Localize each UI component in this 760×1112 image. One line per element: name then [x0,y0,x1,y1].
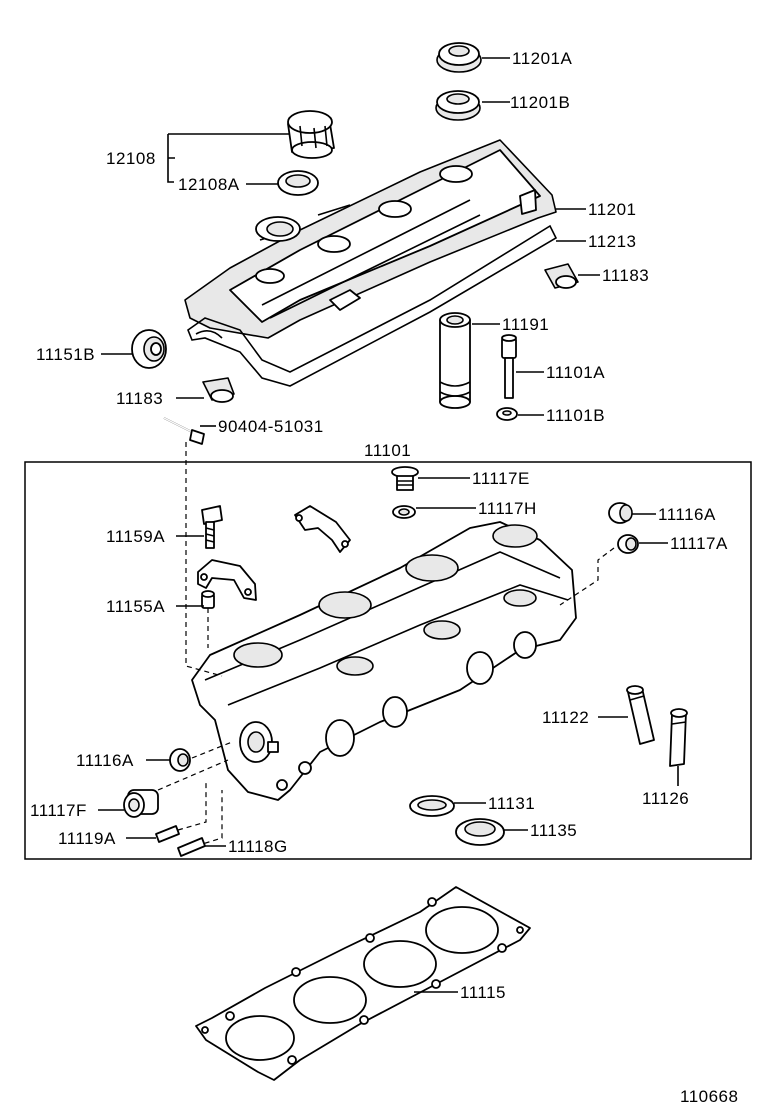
label-11116A-right: 11116A [658,505,716,524]
seal-11117A [617,534,639,554]
bolt-11101A [501,334,517,399]
label-11117H: 11117H [478,499,537,518]
label-11155A: 11155A [106,597,165,616]
valve-guide-11126 [669,708,688,767]
label-11151B: 11151B [36,345,95,364]
dashed-leader-seal [559,547,615,606]
label-12108: 12108 [106,149,156,168]
dashed-leader-11119A [177,780,207,831]
plug-11183-left [202,377,235,403]
seal-11117F [123,789,159,818]
pin-11118G [177,837,206,857]
label-90404-51031: 90404-51031 [218,417,324,436]
label-12108A: 12108A [178,175,240,194]
diagram-id: 110668 [680,1087,738,1106]
cap-gasket-12108A [277,170,319,196]
bolt-11159A [201,505,223,549]
spark-plug-tube-11191 [439,312,471,409]
label-11119A: 11119A [58,829,116,848]
dashed-leader-plug [191,741,233,759]
dowel-11155A [201,590,215,609]
cylinder-head [191,521,577,801]
pin-11119A [155,825,180,843]
label-11213: 11213 [588,232,637,251]
label-11183-left: 11183 [116,389,163,408]
label-11117A: 11117A [670,534,728,553]
dashed-leader-stud [185,442,223,677]
label-11126: 11126 [642,789,689,808]
label-11191: 11191 [502,315,549,334]
label-11101: 11101 [364,441,411,460]
seal-11135 [455,818,505,846]
valve-guide-11122 [626,685,655,745]
label-11183-right: 11183 [602,266,649,285]
label-11201: 11201 [588,200,637,219]
label-11116A-left: 11116A [76,751,134,770]
ring-11117H [392,505,416,519]
label-11118G: 11118G [228,837,288,856]
plug-11117E [391,466,419,491]
label-11101A: 11101A [546,363,605,382]
plug-11183-right [544,263,579,289]
washer-11101B [496,407,518,421]
bearing-cap-upper [294,505,351,553]
label-11131: 11131 [488,794,535,813]
cylinder-head-cover-11201 [184,139,557,339]
label-11101B: 11101B [546,406,605,425]
label-11115: 11115 [460,983,506,1002]
label-11122: 11122 [542,708,589,727]
head-gasket-11115 [195,886,531,1081]
part-labels: 11201A 11201B 12108 12108A 11201 11213 1… [30,49,738,1106]
seal-11131 [409,795,455,817]
dashed-leader-11117F [157,759,229,791]
bearing-11151B [131,329,167,369]
label-11117F: 11117F [30,801,87,820]
cylinder-head-assembly-frame [24,461,752,860]
label-11135: 11135 [530,821,577,840]
grommet-11201B [435,90,481,121]
stud-90404-51031 [163,417,205,445]
oil-filler-cap [287,110,335,159]
plug-11116A-left [169,748,191,772]
cover-gasket-11213 [187,224,558,387]
leader-lines [98,57,679,993]
grommet-11201A [436,42,482,73]
label-11117E: 11117E [472,469,530,488]
plug-11116A-right [608,502,633,524]
label-11159A: 11159A [106,527,165,546]
label-11201B: 11201B [510,93,570,112]
dashed-leader-11118G [195,790,223,847]
bearing-cap-11155 [197,559,257,601]
label-11201A: 11201A [512,49,573,68]
